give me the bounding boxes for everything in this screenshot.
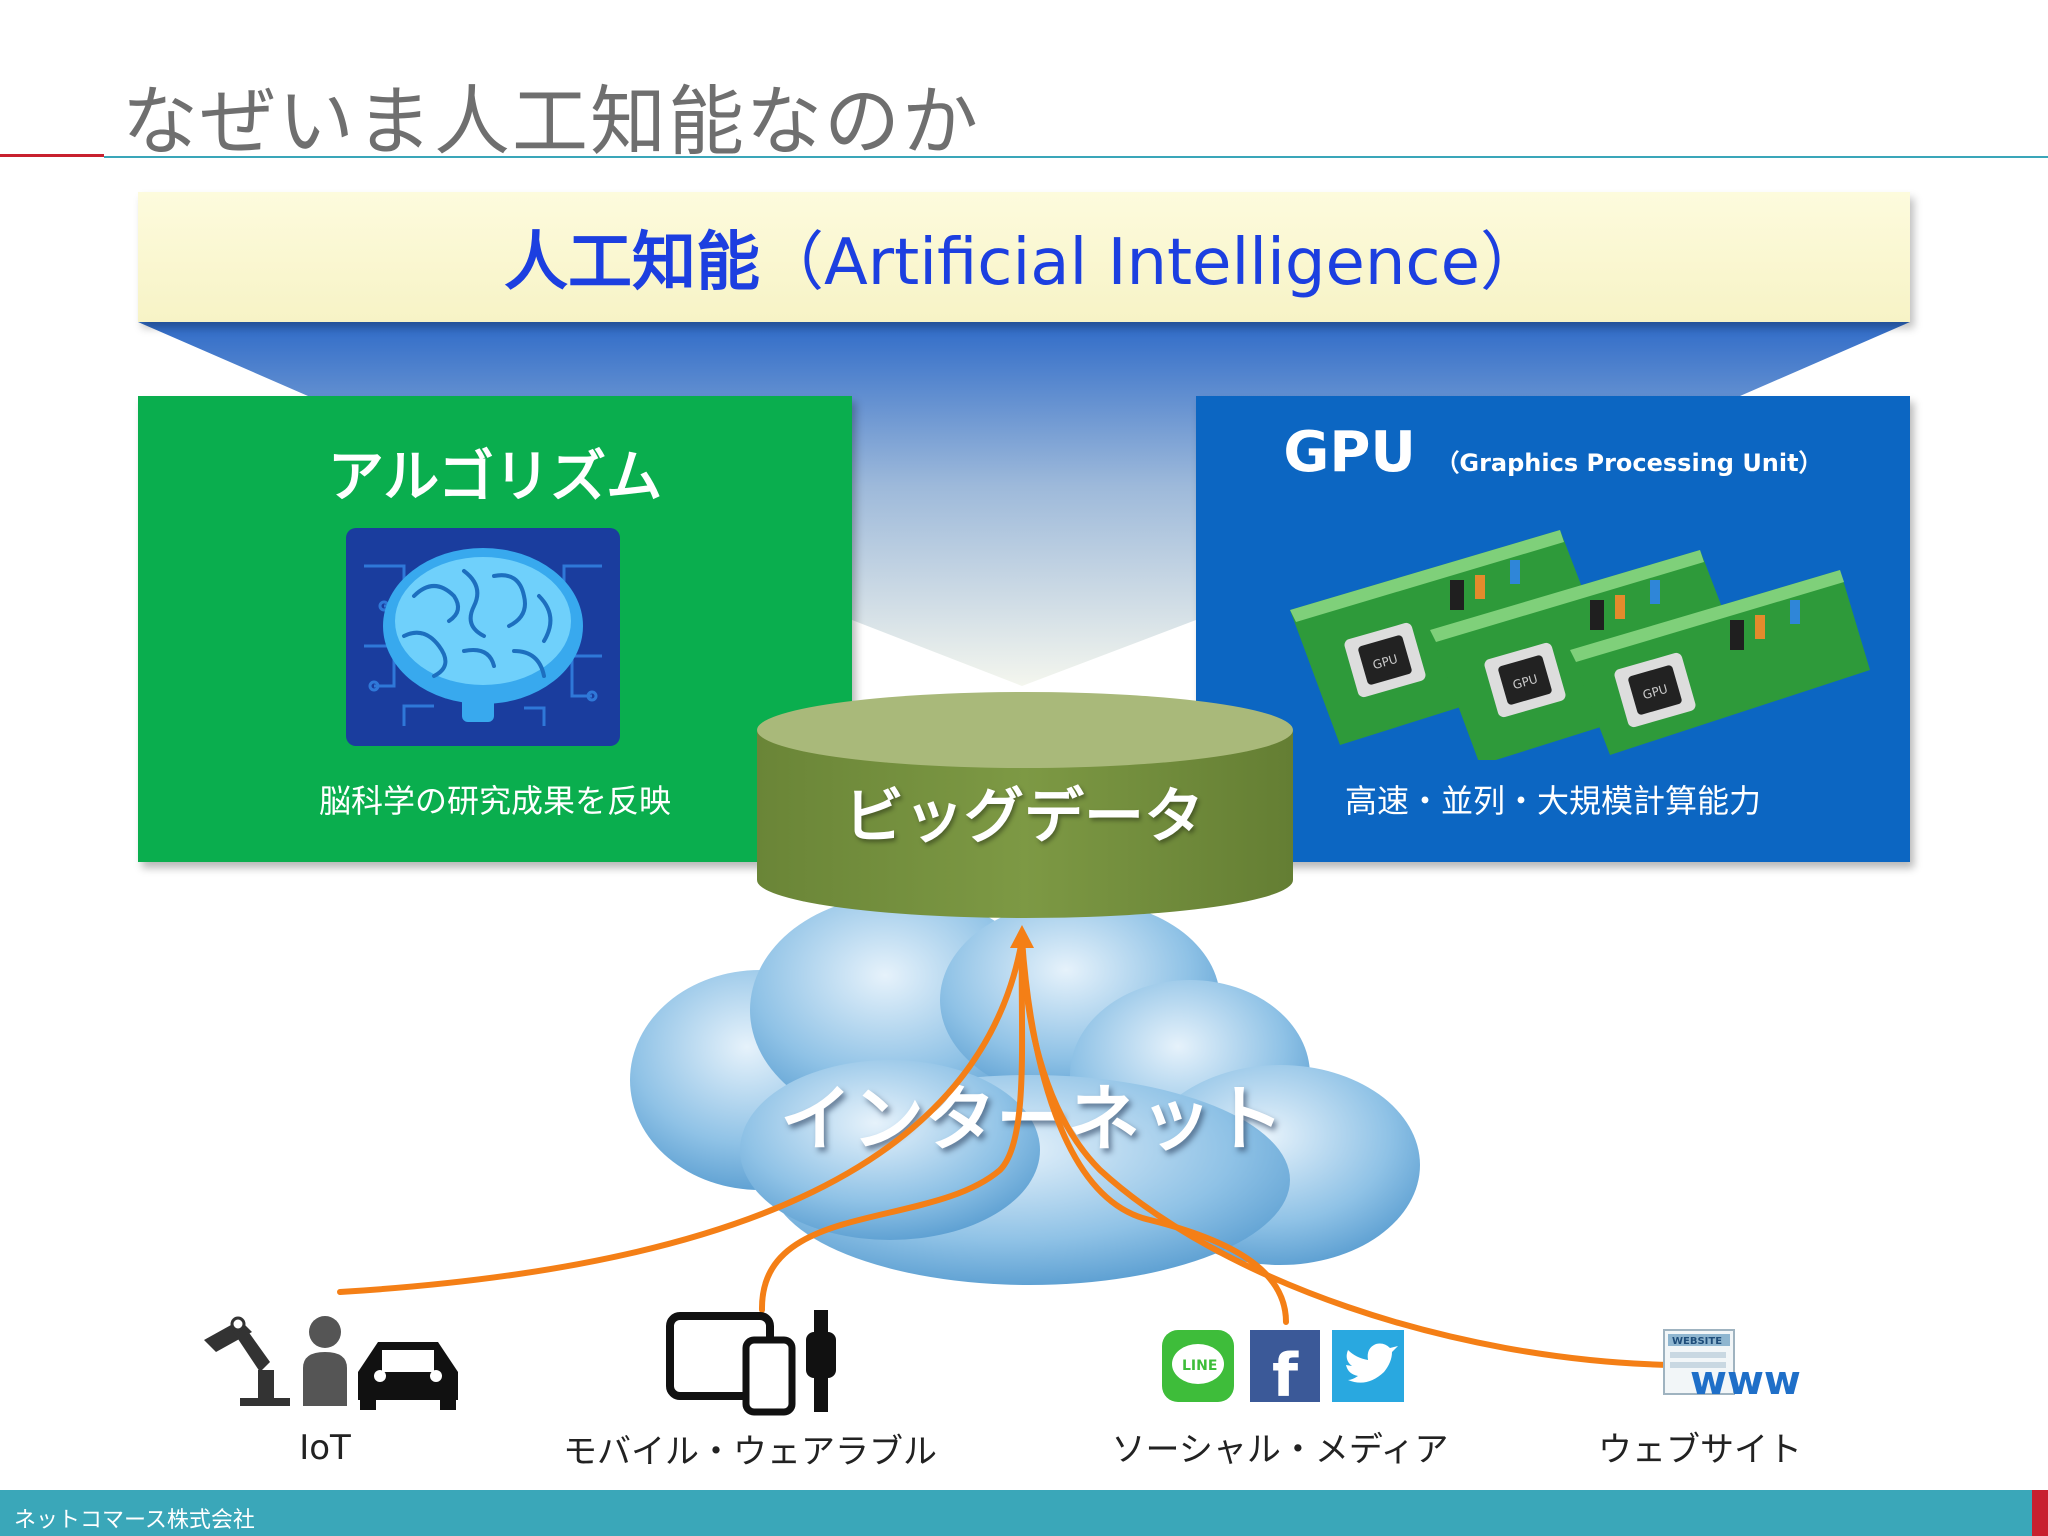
ai-banner: 人工知能 （Artificial Intelligence）	[138, 192, 1910, 322]
twitter-icon	[1332, 1330, 1404, 1402]
gpu-chip-label-3: GPU	[1641, 682, 1669, 702]
ai-banner-sub: （Artificial Intelligence）	[760, 226, 1544, 300]
footer-company: ネットコマース株式会社	[14, 1508, 255, 1533]
bigdata-label: ビッグデータ	[844, 782, 1204, 852]
footer-bar	[0, 1490, 2048, 1536]
line-icon: LINE	[1162, 1330, 1234, 1402]
gpu-chip-label-1: GPU	[1371, 652, 1399, 672]
algorithm-caption: 脳科学の研究成果を反映	[318, 782, 671, 820]
person-icon	[303, 1316, 347, 1406]
gpu-chip-label-2: GPU	[1511, 672, 1539, 692]
internet-label: インターネット	[780, 1077, 1285, 1161]
arrow-iot	[337, 937, 1025, 1295]
mobile-icons	[666, 1310, 836, 1416]
title-rule-red	[0, 154, 104, 157]
source-label-website: ウェブサイト	[1598, 1430, 1802, 1470]
arrow-head	[1010, 925, 1034, 948]
gpu-heading: GPU （Graphics Processing Unit）	[1196, 420, 1910, 485]
gpu-cards-icon: GPU GPU GPU	[1290, 530, 1870, 760]
iot-icons	[204, 1316, 458, 1410]
page-title: なぜいま人工知能なのか	[122, 77, 980, 166]
facebook-icon-label: f	[1272, 1341, 1299, 1404]
cloud-shape	[630, 895, 1420, 1285]
funnel-shape	[138, 322, 1910, 686]
gpu-heading-main: GPU	[1283, 420, 1416, 485]
algorithm-heading: アルゴリズム	[327, 445, 663, 510]
arrow-mobile	[758, 937, 1026, 1313]
www-text: www	[1690, 1358, 1801, 1404]
smartphone-icon	[742, 1336, 796, 1416]
source-label-mobile: モバイル・ウェアラブル	[563, 1432, 937, 1472]
bigdata-cylinder	[757, 692, 1293, 918]
social-icons: LINE f	[1162, 1330, 1404, 1404]
website-badge: WEBSITE	[1672, 1336, 1722, 1347]
brain-icon	[346, 528, 620, 746]
car-icon	[358, 1342, 458, 1410]
gpu-heading-sub: （Graphics Processing Unit）	[1435, 449, 1823, 477]
footer-accent	[2032, 1490, 2048, 1536]
gpu-card-3: GPU	[1570, 570, 1870, 755]
robot-arm-icon	[204, 1316, 290, 1406]
facebook-icon: f	[1250, 1330, 1320, 1404]
title-rule-teal	[104, 156, 2048, 158]
gpu-caption: 高速・並列・大規模計算能力	[1344, 782, 1761, 820]
source-label-social: ソーシャル・メディア	[1111, 1430, 1449, 1470]
line-icon-label: LINE	[1182, 1358, 1217, 1374]
ai-banner-main: 人工知能	[504, 226, 761, 300]
arrow-website	[1019, 937, 1673, 1368]
source-label-iot: IoT	[299, 1428, 351, 1468]
smartwatch-icon	[806, 1310, 836, 1412]
website-icon: WEBSITE www	[1663, 1329, 1801, 1404]
